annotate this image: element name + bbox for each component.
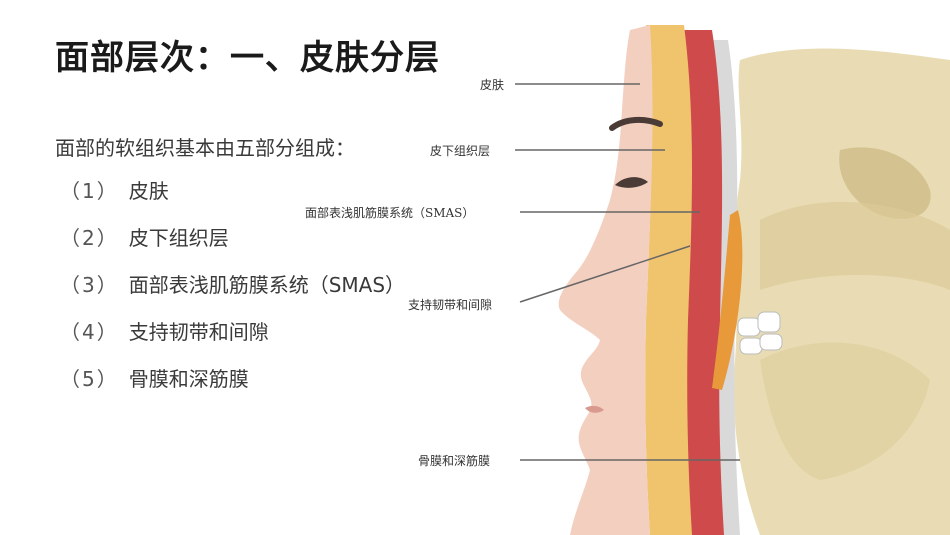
list-item-number: （5） bbox=[60, 367, 119, 391]
list-item-label: 皮下组织层 bbox=[129, 226, 229, 250]
list-item-number: （1） bbox=[60, 179, 119, 203]
list-item-number: （4） bbox=[60, 320, 119, 344]
skin-layer-face-profile bbox=[559, 25, 653, 535]
callout-periosteum: 骨膜和深筋膜 bbox=[418, 452, 490, 469]
callout-skin: 皮肤 bbox=[480, 76, 504, 93]
list-item-label: 面部表浅肌筋膜系统（SMAS） bbox=[129, 273, 405, 297]
intro-text: 面部的软组织基本由五部分组成： bbox=[55, 132, 355, 161]
list-item-label: 皮肤 bbox=[129, 179, 169, 203]
callout-smas: 面部表浅肌筋膜系统（SMAS） bbox=[305, 204, 474, 221]
list-item-label: 支持韧带和间隙 bbox=[129, 320, 269, 344]
callout-ligament: 支持韧带和间隙 bbox=[408, 296, 492, 313]
list-item-label: 骨膜和深筋膜 bbox=[129, 367, 249, 391]
page-title: 面部层次：一、皮肤分层 bbox=[55, 30, 440, 79]
list-item: （3） 面部表浅肌筋膜系统（SMAS） bbox=[60, 270, 405, 317]
list-item: （2） 皮下组织层 bbox=[60, 223, 405, 270]
callout-subcutaneous: 皮下组织层 bbox=[430, 142, 490, 159]
list-item-number: （3） bbox=[60, 273, 119, 297]
list-item: （5） 骨膜和深筋膜 bbox=[60, 364, 405, 411]
list-item-number: （2） bbox=[60, 226, 119, 250]
list-item: （4） 支持韧带和间隙 bbox=[60, 317, 405, 364]
